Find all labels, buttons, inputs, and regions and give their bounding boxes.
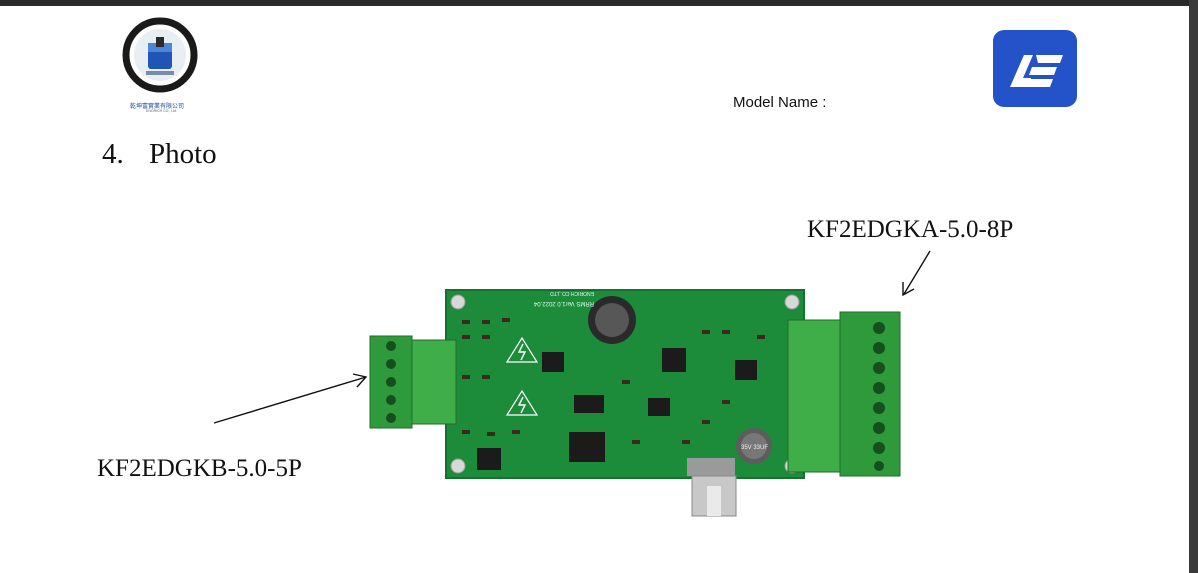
pcb-silkscreen-company: ENORICH CO.,LTD [550,290,594,296]
company-logo-chinese-text: 乾坤富實業有限公司 [130,104,185,110]
pcb-photo: RRMS Ver1.0 2022.04 ENORICH CO.,LTD [362,280,907,520]
right-callout-arrow-line [903,250,931,295]
model-name-label: Model Name : [733,94,827,111]
company-logo-english-text: ENORICH CO., Ltd. [146,109,178,113]
document-page: 乾坤富實業有限公司 ENORICH CO., Ltd. Model Name :… [0,6,1189,573]
right-connector-label: KF2EDGKA-5.0-8P [807,216,1014,243]
section-title: Photo [149,138,217,170]
company-logo: 乾坤富實業有限公司 ENORICH CO., Ltd. [116,17,208,117]
left-callout-arrow-line [213,376,367,424]
section-heading: 4. Photo [102,138,217,171]
pcb-silkscreen-version: RRMS Ver1.0 2022.04 [533,300,594,306]
vertical-scrollbar[interactable] [1189,0,1198,573]
capacitor-marking: 35V 33UF [741,445,768,451]
company-logo-emblem-icon [122,17,198,93]
section-number: 4. [102,138,124,170]
brand-logo-icon [993,30,1077,107]
left-connector-label: KF2EDGKB-5.0-5P [97,455,302,482]
